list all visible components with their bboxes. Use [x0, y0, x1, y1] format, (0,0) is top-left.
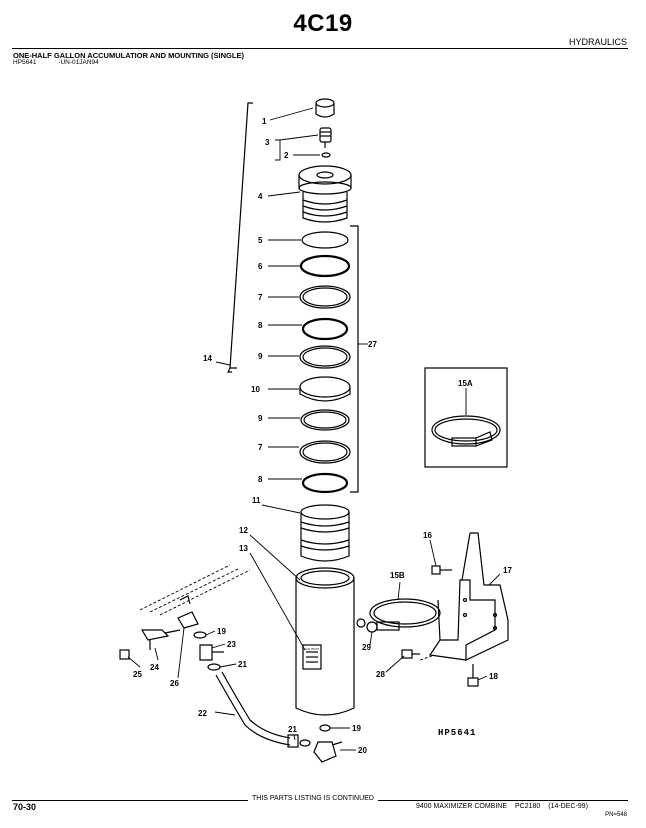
- callout-1: 1: [262, 117, 267, 126]
- callout-22: 22: [198, 709, 207, 718]
- callout-21: 21: [238, 660, 247, 669]
- decal-text: CAUTION: [305, 647, 319, 651]
- part-oring-19: [193, 631, 207, 639]
- callout-6: 6: [258, 262, 263, 271]
- callout-20: 20: [358, 746, 367, 755]
- part-valve-3: [319, 127, 332, 148]
- page-number: 4C19: [293, 10, 353, 37]
- part-nut-25: [119, 649, 130, 660]
- figure-title: ONE-HALF GALLON ACCUMULATIOR AND MOUNTIN…: [13, 51, 244, 60]
- callout-15a: 15A: [458, 379, 473, 388]
- drawing-code: HP5641: [438, 728, 476, 738]
- detail-box-15a: [424, 367, 508, 468]
- callout-4: 4: [258, 192, 263, 201]
- callout-11: 11: [252, 496, 261, 505]
- part-nut-28: [401, 649, 420, 659]
- callout-18: 18: [489, 672, 498, 681]
- part-ring-10: [299, 376, 351, 402]
- callout-3: 3: [265, 138, 270, 147]
- part-oring-21b: [299, 739, 311, 747]
- callout-5: 5: [258, 236, 263, 245]
- callout-16: 16: [423, 531, 432, 540]
- callout-14: 14: [203, 354, 212, 363]
- part-fitting-20: [313, 741, 343, 763]
- part-bracket-17: [428, 532, 509, 661]
- continued-note: THIS PARTS LISTING IS CONTINUED: [248, 795, 378, 802]
- callout-12: 12: [239, 526, 248, 535]
- callout-27-label: 27: [368, 340, 377, 349]
- part-cap-1: [315, 98, 335, 118]
- part-bolt-16: [431, 565, 452, 575]
- callout-15b: 15B: [390, 571, 405, 580]
- page-reference: 70-30: [13, 802, 37, 812]
- part-clamp-15a: [431, 415, 501, 447]
- part-ring-8b: [301, 472, 349, 494]
- callout-19b: 19: [352, 724, 361, 733]
- part-ring-6: [299, 254, 351, 278]
- callout-8b: 8: [258, 475, 263, 484]
- callout-19: 19: [217, 627, 226, 636]
- callout-29: 29: [362, 643, 371, 652]
- callout-17: 17: [503, 566, 512, 575]
- callout-2: 2: [284, 151, 289, 160]
- catalog-date: (14-DEC-99): [548, 803, 588, 810]
- callout-21b: 21: [288, 725, 297, 734]
- bracket-27: [350, 225, 359, 493]
- part-piston-11: [300, 504, 350, 562]
- part-ring-9b: [300, 409, 350, 431]
- part-washer-29: [366, 621, 378, 633]
- callout-13: 13: [239, 544, 248, 553]
- part-clamp-15b: [369, 598, 441, 631]
- callout-7b: 7: [258, 443, 263, 452]
- section-title: HYDRAULICS: [568, 37, 627, 47]
- part-bolt-18: [467, 664, 479, 687]
- part-ring-8: [301, 317, 349, 341]
- part-oring-2: [321, 152, 331, 158]
- callout-24: 24: [150, 663, 159, 672]
- part-ring-7b: [299, 440, 351, 464]
- callout-9: 9: [258, 352, 263, 361]
- part-ring-5: [301, 231, 349, 249]
- callout-9b: 9: [258, 414, 263, 423]
- part-oring-21: [207, 663, 221, 671]
- callout-10: 10: [251, 385, 260, 394]
- part-body-12: [295, 567, 355, 716]
- part-elbow-23: [199, 644, 224, 661]
- model-info: 9400 MAXIMIZER COMBINE PC2180 (14-DEC-99…: [410, 803, 588, 810]
- part-fitting-26: [177, 611, 199, 629]
- callout-8: 8: [258, 321, 263, 330]
- callout-23: 23: [227, 640, 236, 649]
- figure-meta: HP5641 -UN-01JAN94: [13, 59, 119, 66]
- callout-25: 25: [133, 670, 142, 679]
- figure-revision: -UN-01JAN94: [58, 59, 99, 66]
- pn-code: PN=548: [605, 812, 627, 818]
- part-head-4: [298, 165, 352, 223]
- callout-26: 26: [170, 679, 179, 688]
- figure-image-code: HP5641: [13, 59, 37, 66]
- callout-7: 7: [258, 293, 263, 302]
- catalog-number: PC2180: [514, 803, 541, 810]
- part-oring-19b: [319, 724, 331, 732]
- header-rule: [12, 48, 628, 49]
- model-name: 9400 MAXIMIZER COMBINE: [416, 803, 508, 810]
- part-ring-9: [299, 345, 351, 369]
- part-ring-7: [299, 285, 351, 309]
- bracket-14: [229, 102, 253, 369]
- part-hose-22: [215, 671, 299, 748]
- callout-28: 28: [376, 670, 385, 679]
- part-tee-24: [140, 629, 181, 650]
